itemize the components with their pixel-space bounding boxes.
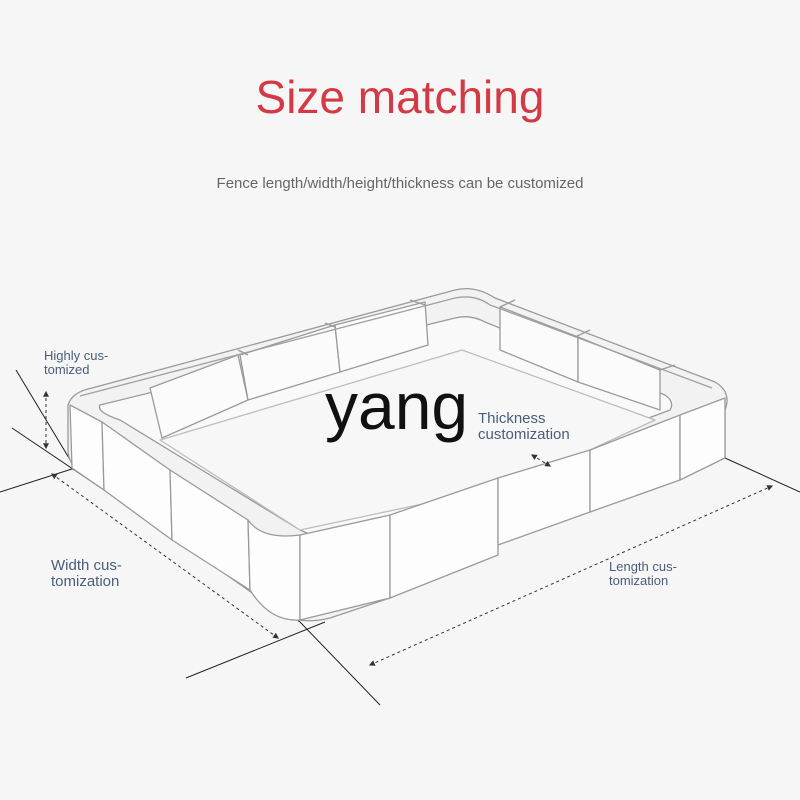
panel-joint [409, 299, 426, 306]
dimension-arrows [43, 390, 774, 666]
thickness-label-text: Thickness customization [478, 410, 570, 443]
panel-joint [574, 329, 591, 338]
watermark-text: yang [325, 369, 469, 443]
panel-joint [324, 322, 336, 328]
thickness-label: Thickness customization [478, 411, 570, 443]
fence-panel [334, 301, 429, 373]
panel-joint [237, 349, 249, 356]
height-label-text: Highly cus- tomized [44, 348, 109, 377]
height-label: Highly cus- tomized [44, 349, 108, 376]
page-subtitle: Fence length/width/height/thickness can … [216, 175, 584, 192]
fence-top-cap [79, 296, 713, 397]
length-label-text: Length cus- tomization [609, 559, 677, 588]
page-title: Size matching [255, 71, 545, 123]
width-dimension-arrow [51, 473, 279, 639]
guide-line [724, 457, 800, 493]
fence-panel [679, 397, 726, 481]
guide-line [299, 621, 381, 706]
guide-line [0, 467, 76, 493]
guide-line [185, 621, 326, 679]
length-dimension-arrow [368, 485, 774, 666]
length-label: Length cus- tomization [609, 560, 677, 587]
width-label-text: Width cus- tomization [51, 557, 122, 590]
width-label: Width cus- tomization [51, 558, 122, 590]
panel-joint [659, 364, 676, 371]
panel-joint [499, 299, 516, 308]
